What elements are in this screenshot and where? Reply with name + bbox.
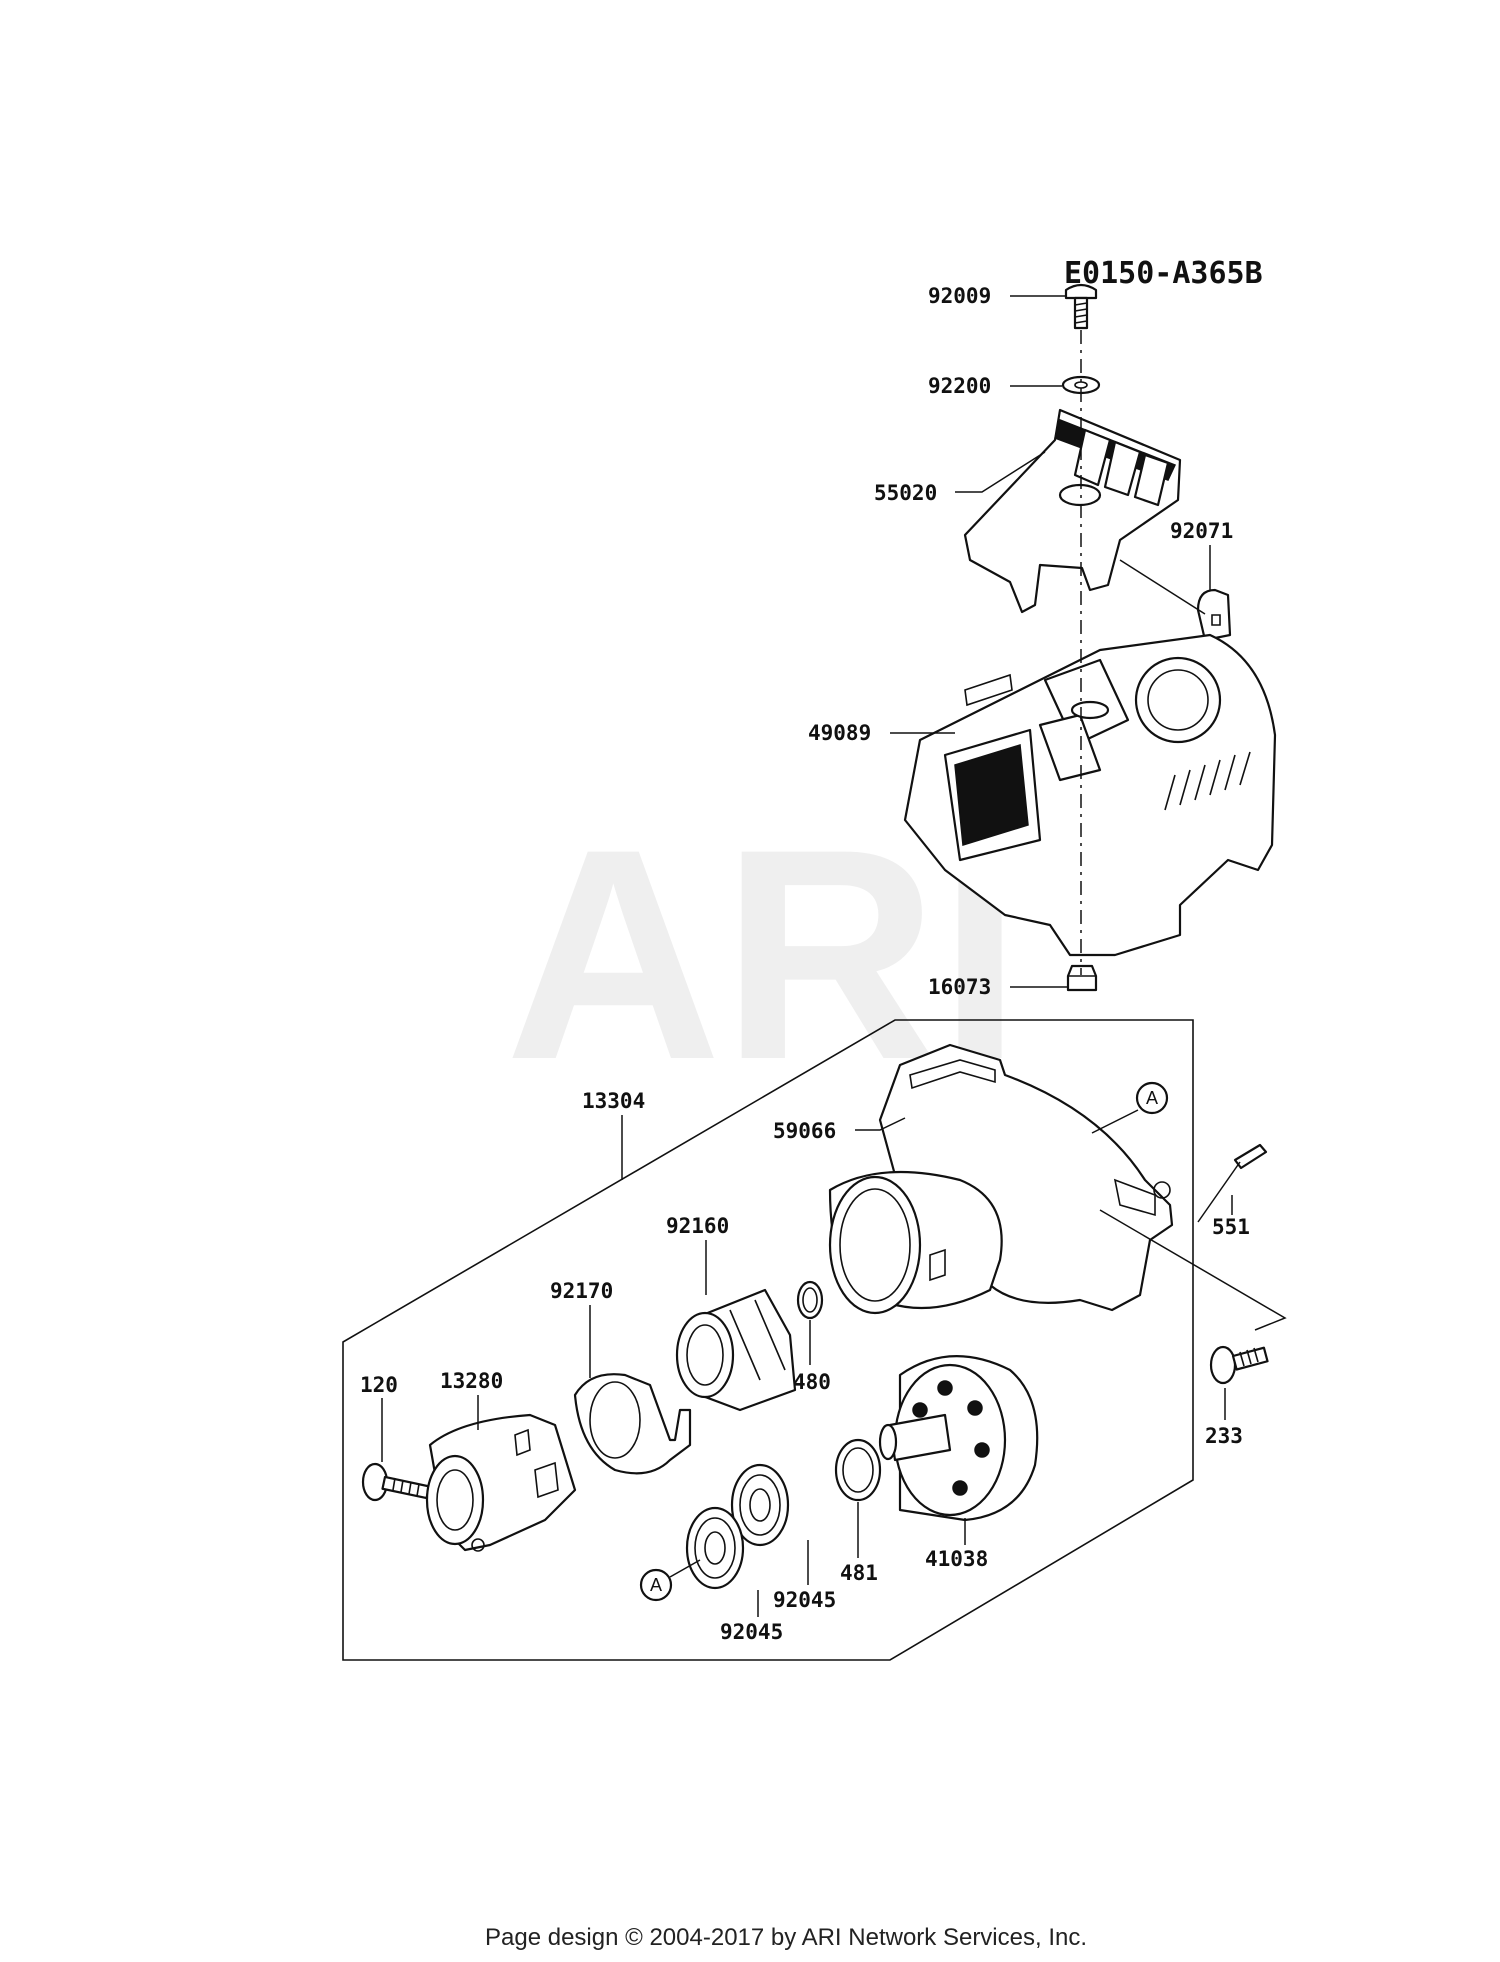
snap-ring-481-icon — [834, 1438, 882, 1502]
callout-49089[interactable]: 49089 — [808, 721, 871, 745]
callout-92009[interactable]: 92009 — [928, 284, 991, 308]
svg-text:A: A — [1146, 1088, 1158, 1108]
callout-59066[interactable]: 59066 — [773, 1119, 836, 1143]
leader-92071-link — [1119, 559, 1206, 615]
callout-92170[interactable]: 92170 — [550, 1279, 613, 1303]
grommet-92071-icon — [1196, 588, 1232, 642]
callout-55020[interactable]: 55020 — [874, 481, 937, 505]
pulley-13280-icon — [425, 1413, 577, 1552]
callout-92071[interactable]: 92071 — [1170, 519, 1233, 543]
callout-233[interactable]: 233 — [1205, 1424, 1243, 1448]
callout-13304[interactable]: 13304 — [582, 1089, 645, 1113]
leader-233-link — [1099, 1209, 1287, 1331]
callout-92200[interactable]: 92200 — [928, 374, 991, 398]
nut-16073-icon — [1066, 964, 1098, 992]
bearing-92045-front-icon — [730, 1463, 790, 1547]
ring-92170-icon — [573, 1373, 692, 1475]
callout-16073[interactable]: 16073 — [928, 975, 991, 999]
svg-text:A: A — [650, 1575, 662, 1595]
bearing-92045-rear-icon — [685, 1506, 745, 1590]
snap-ring-480-icon — [796, 1280, 824, 1320]
bolt-233-icon — [1209, 1345, 1269, 1385]
ratchet-92160-icon — [675, 1288, 797, 1412]
callout-92045-lower[interactable]: 92045 — [720, 1620, 783, 1644]
callout-41038[interactable]: 41038 — [925, 1547, 988, 1571]
callout-551[interactable]: 551 — [1212, 1215, 1250, 1239]
leader-59066 — [855, 1117, 906, 1131]
engine-shroud-49089-icon — [903, 633, 1277, 957]
reference-marker-a-top: A — [1135, 1081, 1169, 1115]
reference-marker-a-bottom: A — [639, 1568, 673, 1602]
leader-551-pin — [1197, 1161, 1241, 1223]
callout-92160[interactable]: 92160 — [666, 1214, 729, 1238]
callout-120[interactable]: 120 — [360, 1373, 398, 1397]
assembly-13304-boundary — [342, 1019, 1194, 1661]
callout-13280[interactable]: 13280 — [440, 1369, 503, 1393]
top-cover-55020-icon — [963, 408, 1182, 614]
leader-ref-a-bottom — [669, 1559, 701, 1578]
leader-ref-a-top — [1091, 1109, 1139, 1134]
screw-120-icon — [361, 1462, 431, 1502]
pin-551-icon — [1233, 1143, 1268, 1170]
callout-480[interactable]: 480 — [793, 1370, 831, 1394]
screw-92009-icon — [1064, 283, 1098, 330]
leader-55020 — [955, 451, 1046, 493]
diagram-code: E0150-A365B — [1064, 256, 1263, 291]
callout-481[interactable]: 481 — [840, 1561, 878, 1585]
footer-copyright: Page design © 2004-2017 by ARI Network S… — [485, 1924, 1087, 1951]
drum-41038-icon — [878, 1355, 1039, 1522]
callout-92045-upper[interactable]: 92045 — [773, 1588, 836, 1612]
fan-housing-59066-icon — [828, 1043, 1174, 1315]
